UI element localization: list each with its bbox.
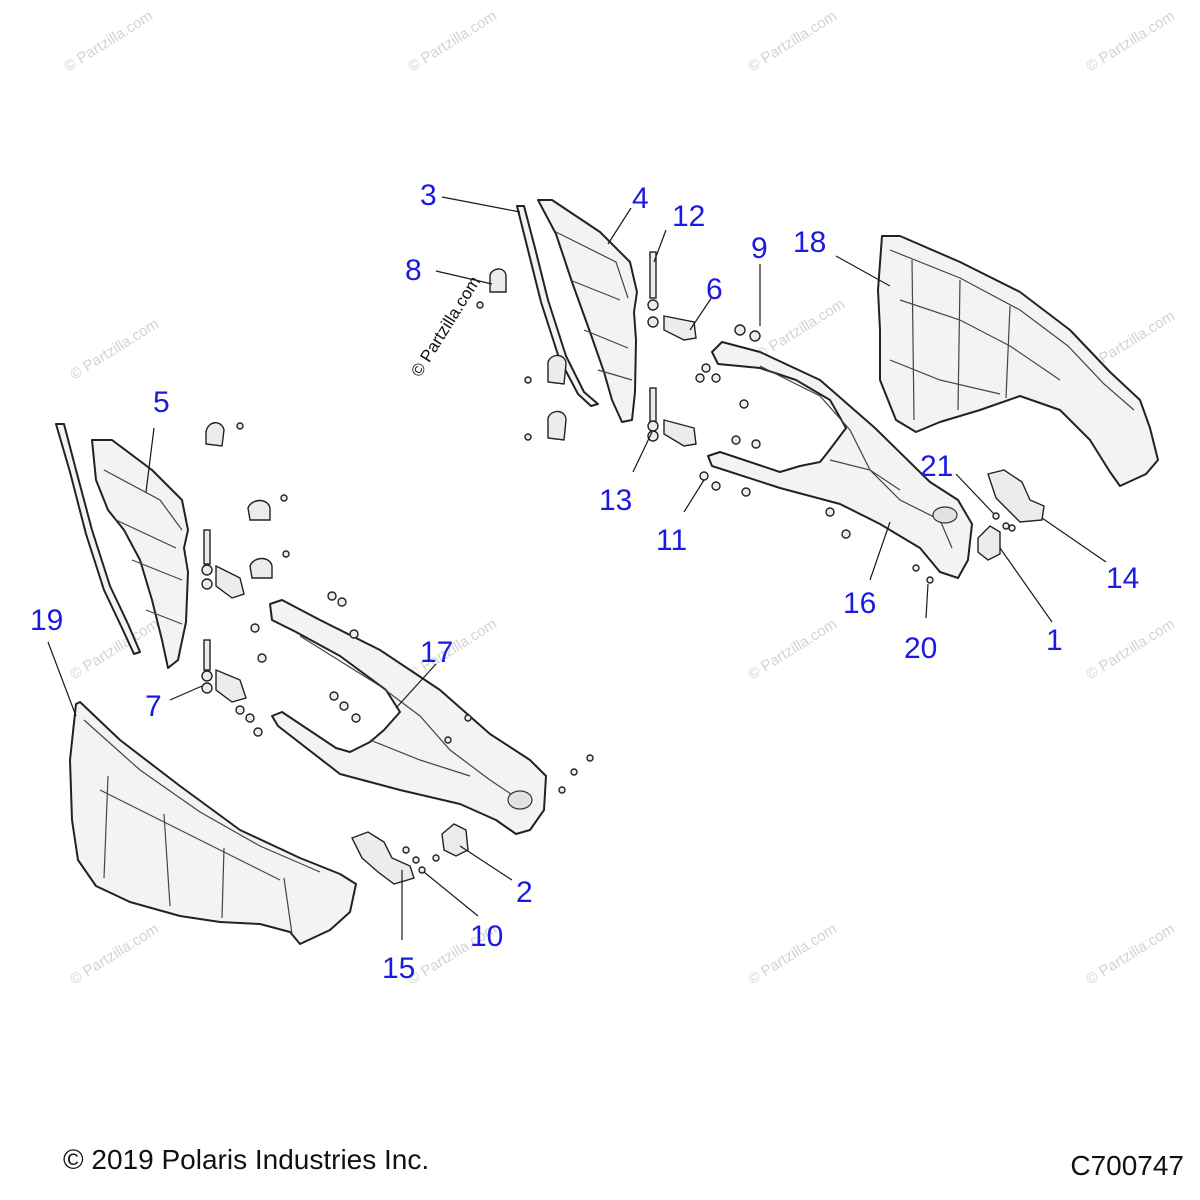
callout-13[interactable]: 13 [599, 484, 632, 517]
callout-8[interactable]: 8 [405, 254, 422, 287]
part-hinge-rear [647, 251, 697, 447]
part-door-panel-rear [537, 199, 638, 423]
part-weatherstrip-rear [516, 205, 599, 407]
callout-17[interactable]: 17 [420, 636, 453, 669]
copyright-notice: © 2019 Polaris Industries Inc. [63, 1144, 430, 1175]
part-hardware-front [245, 591, 594, 794]
callout-15[interactable]: 15 [382, 952, 415, 985]
watermark: © Partzilla.com [745, 7, 840, 75]
watermark: © Partzilla.com [405, 7, 500, 75]
watermark: © Partzilla.com [67, 315, 162, 383]
watermark: © Partzilla.com [745, 615, 840, 683]
partzilla-stamp: © Partzilla.com [407, 273, 484, 380]
callout-7[interactable]: 7 [145, 690, 162, 723]
part-door-panel-front [91, 439, 189, 669]
watermark: © Partzilla.com [61, 7, 156, 75]
watermark: © Partzilla.com [753, 295, 848, 363]
drawing-code: C700747 [1070, 1150, 1184, 1181]
callout-6[interactable]: 6 [706, 273, 723, 306]
part-door-frame-rear [707, 341, 973, 579]
callout-14[interactable]: 14 [1106, 562, 1139, 595]
callout-4[interactable]: 4 [632, 182, 649, 215]
part-hardware-rear [695, 324, 934, 584]
callout-12[interactable]: 12 [672, 200, 705, 233]
callout-10[interactable]: 10 [470, 920, 503, 953]
callout-21[interactable]: 21 [920, 450, 953, 483]
part-latch-rear [977, 469, 1045, 561]
callout-labels: 1 2 3 4 5 6 7 8 9 10 11 12 13 14 15 16 1… [30, 179, 1139, 985]
callout-9[interactable]: 9 [751, 232, 768, 265]
watermark: © Partzilla.com [745, 920, 840, 988]
watermark: © Partzilla.com [1083, 615, 1178, 683]
callout-5[interactable]: 5 [153, 386, 170, 419]
part-door-frame-front [269, 599, 547, 835]
part-latch-front [351, 823, 469, 885]
part-clip-rear [476, 268, 567, 441]
callout-2[interactable]: 2 [516, 876, 533, 909]
watermark: © Partzilla.com [67, 615, 162, 683]
part-door-outer-rear [877, 235, 1159, 487]
watermark: © Partzilla.com [1083, 920, 1178, 988]
watermark: © Partzilla.com [67, 920, 162, 988]
part-weatherstrip-front [55, 423, 141, 655]
watermark: © Partzilla.com [1083, 7, 1178, 75]
callout-11[interactable]: 11 [656, 524, 687, 557]
callout-18[interactable]: 18 [793, 226, 826, 259]
callout-16[interactable]: 16 [843, 587, 876, 620]
part-door-outer-front [69, 701, 357, 945]
callout-19[interactable]: 19 [30, 604, 63, 637]
leader-lines [47, 196, 1107, 940]
callout-20[interactable]: 20 [904, 632, 937, 665]
callout-1[interactable]: 1 [1046, 624, 1063, 657]
callout-3[interactable]: 3 [420, 179, 437, 212]
part-hinge-front [201, 422, 290, 715]
